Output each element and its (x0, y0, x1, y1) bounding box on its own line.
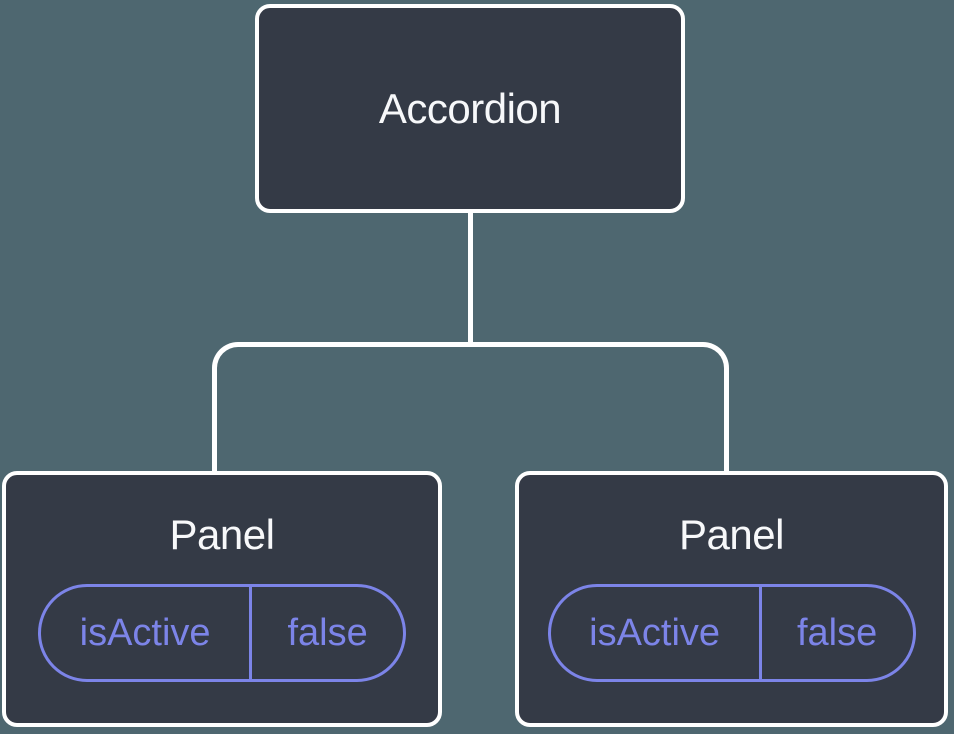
state-pill: isActive false (38, 584, 406, 682)
panel-label: Panel (169, 511, 275, 558)
accordion-label: Accordion (378, 84, 562, 132)
panel-label: Panel (679, 511, 784, 558)
connector-stem (468, 211, 473, 345)
panel-node-right: Panel isActive false (515, 471, 948, 727)
connector-bracket (212, 342, 729, 472)
accordion-node: Accordion (255, 4, 685, 213)
panel-node-left: Panel isActive false (2, 471, 442, 727)
state-value-label: false (796, 611, 878, 654)
pill-divider (249, 587, 253, 679)
pill-divider (758, 587, 762, 679)
state-pill: isActive false (547, 584, 916, 682)
state-key-label: isActive (79, 611, 211, 654)
state-value-label: false (287, 611, 368, 654)
state-key-label: isActive (589, 611, 721, 654)
